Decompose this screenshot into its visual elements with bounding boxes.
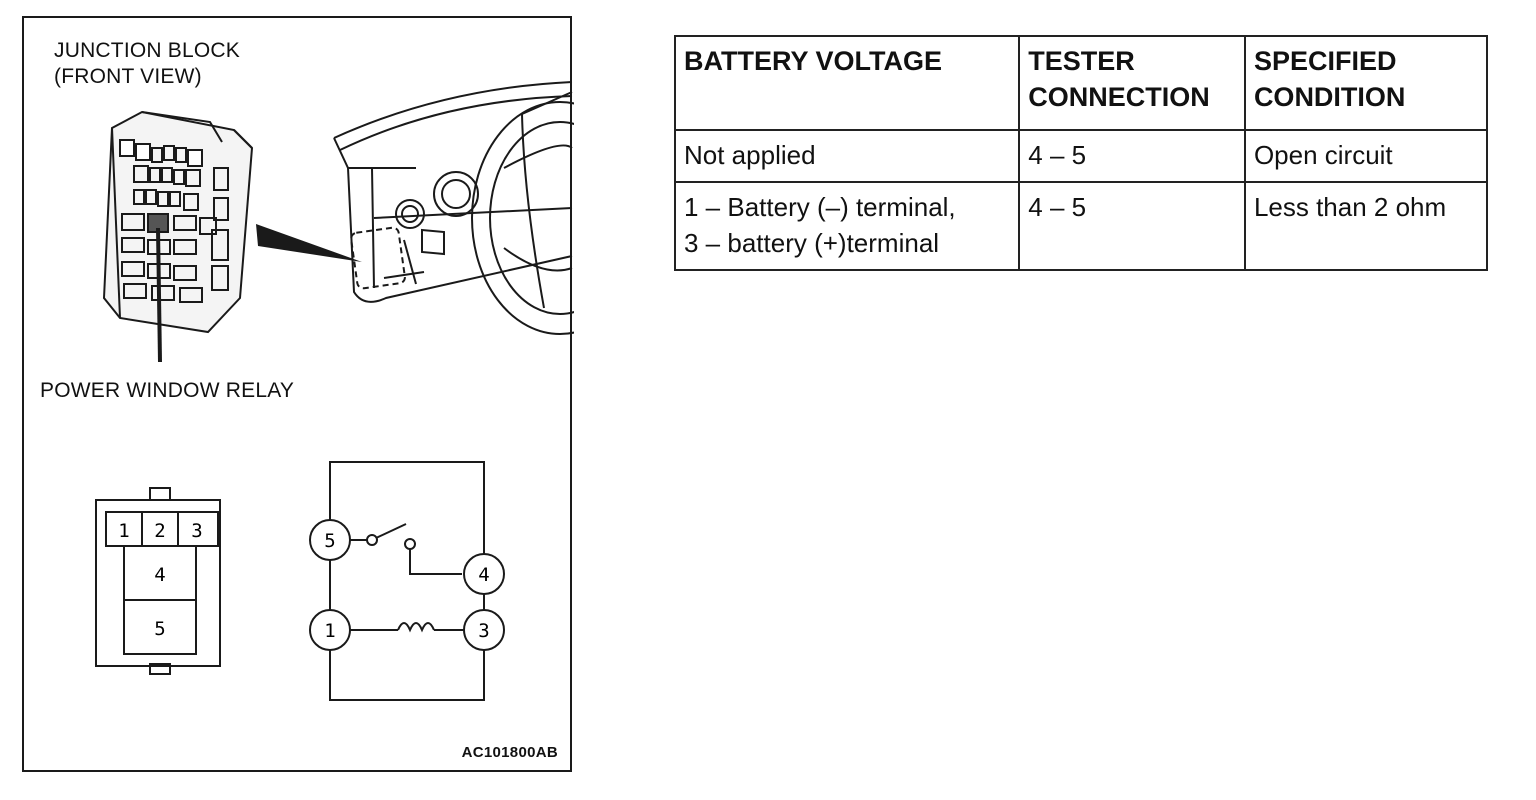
junction-block-label-line2: (FRONT VIEW): [54, 65, 202, 88]
dashboard-drawing: [333, 81, 574, 335]
header-battery-voltage: BATTERY VOLTAGE: [673, 35, 1021, 131]
header-specified-condition-line2: CONDITION: [1253, 82, 1406, 112]
figure-code: AC101800AB: [461, 744, 558, 761]
cell-specified-condition: Less than 2 ohm: [1243, 181, 1489, 271]
connector-terminal-2: 2: [154, 520, 165, 542]
relay-check-table: BATTERY VOLTAGE TESTER CONNECTION SPECIF…: [673, 35, 1489, 271]
table-row: 1 – Battery (–) terminal, 3 – battery (+…: [673, 181, 1489, 271]
header-battery-voltage-line1: BATTERY VOLTAGE: [684, 46, 943, 76]
header-tester-connection: TESTER CONNECTION: [1018, 35, 1246, 131]
relay-illustration: 1 2 3 4 5 5 4 1 3: [95, 81, 574, 701]
cell-battery-voltage-line1: 1 – Battery (–) terminal,: [684, 192, 956, 222]
schematic-terminal-3: 3: [478, 620, 489, 642]
junction-block-drawing: [102, 110, 254, 334]
relay-connector-drawing: [95, 487, 221, 675]
table-header-row: BATTERY VOLTAGE TESTER CONNECTION SPECIF…: [673, 35, 1489, 131]
header-specified-condition: SPECIFIED CONDITION: [1243, 35, 1489, 131]
cell-tester-connection: 4 – 5: [1018, 129, 1246, 183]
header-specified-condition-line1: SPECIFIED: [1253, 46, 1397, 76]
schematic-terminal-1: 1: [324, 620, 335, 642]
header-tester-connection-line1: TESTER: [1028, 46, 1135, 76]
cell-specified-condition: Open circuit: [1243, 129, 1489, 183]
connector-terminal-1: 1: [118, 520, 129, 542]
relay-schematic: [309, 461, 505, 701]
junction-block-label-line1: JUNCTION BLOCK: [54, 39, 240, 62]
cell-battery-voltage-line1: Not applied: [684, 140, 816, 170]
schematic-terminal-4: 4: [478, 564, 489, 586]
junction-block-label: JUNCTION BLOCK (FRONT VIEW): [54, 38, 240, 90]
schematic-terminal-5: 5: [324, 530, 335, 552]
location-pointer: [256, 224, 362, 262]
cell-tester-connection: 4 – 5: [1018, 181, 1246, 271]
cell-battery-voltage-line2: 3 – battery (+)terminal: [684, 228, 940, 258]
table-row: Not applied 4 – 5 Open circuit: [673, 129, 1489, 183]
connector-terminal-4: 4: [154, 564, 165, 586]
connector-terminal-5: 5: [154, 618, 165, 640]
connector-terminal-3: 3: [191, 520, 202, 542]
cell-battery-voltage: Not applied: [673, 129, 1021, 183]
header-tester-connection-line2: CONNECTION: [1028, 82, 1210, 112]
relay-figure-panel: JUNCTION BLOCK (FRONT VIEW): [22, 16, 574, 772]
power-window-relay-label: POWER WINDOW RELAY: [40, 379, 295, 402]
relay-leader-line: [156, 227, 162, 363]
cell-battery-voltage: 1 – Battery (–) terminal, 3 – battery (+…: [673, 181, 1021, 271]
